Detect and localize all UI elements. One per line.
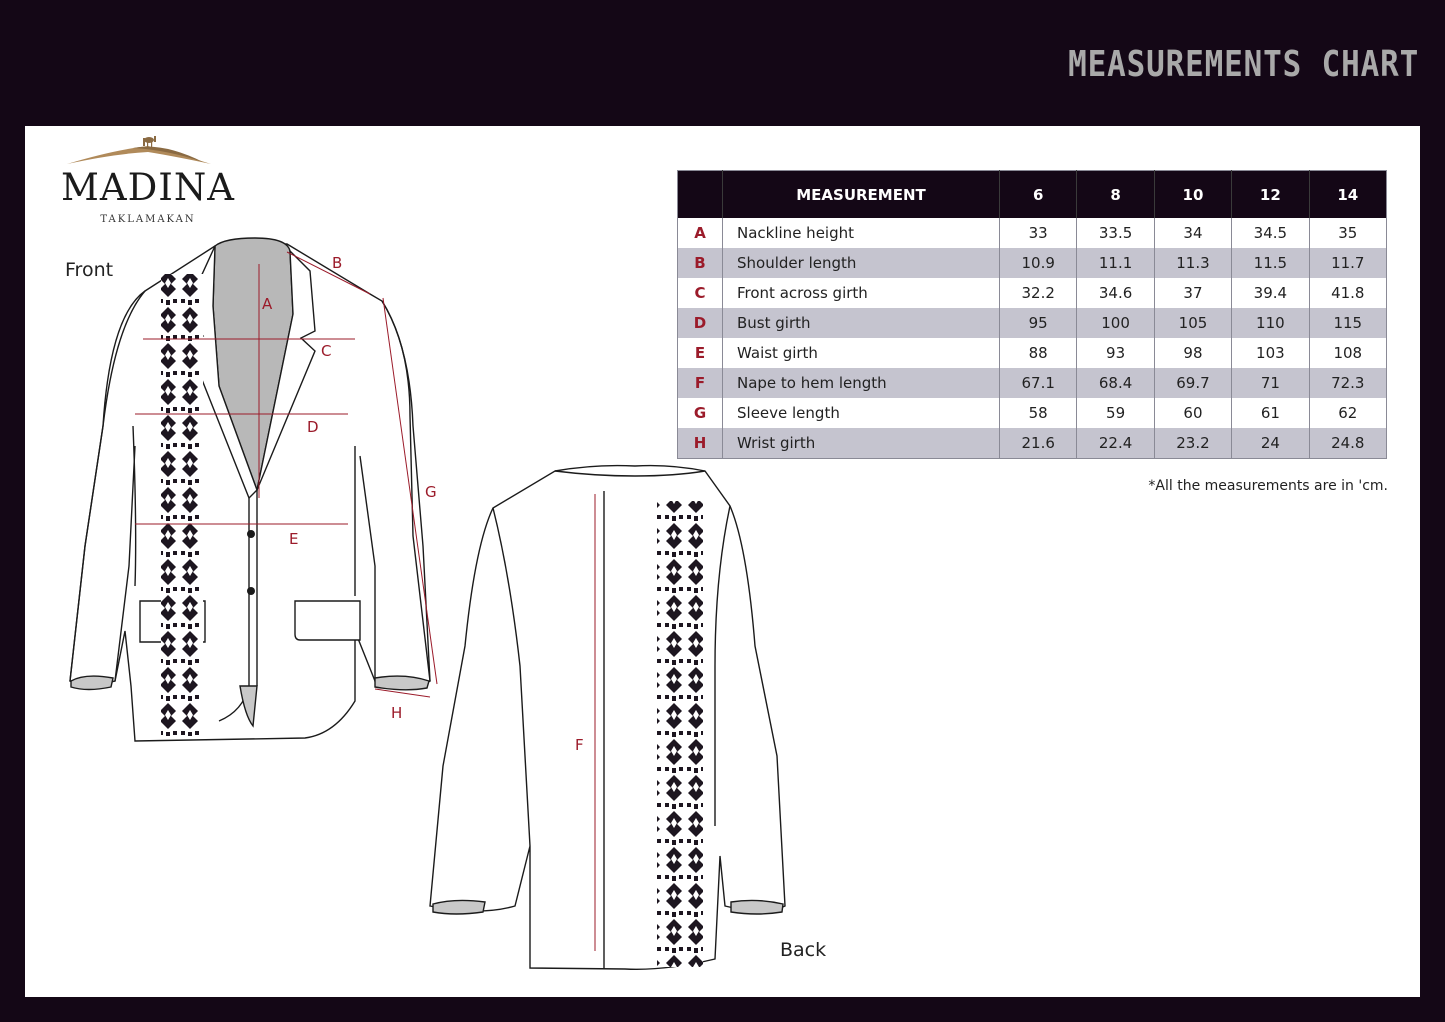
row-code: H <box>677 428 723 459</box>
row-value-size-6: 95 <box>999 308 1078 338</box>
brand-name: MADINA <box>61 166 235 209</box>
row-value-size-6: 67.1 <box>999 368 1078 398</box>
camel-over-dunes-icon <box>67 136 211 164</box>
front-button-lower <box>247 587 255 595</box>
row-value-size-8: 100 <box>1076 308 1155 338</box>
row-value-size-12: 71 <box>1231 368 1310 398</box>
row-measurement-name: Shoulder length <box>722 248 1000 278</box>
row-value-size-6: 10.9 <box>999 248 1078 278</box>
row-code: G <box>677 398 723 428</box>
row-value-size-10: 11.3 <box>1154 248 1233 278</box>
front-ikat-band <box>161 274 203 736</box>
dimension-letter-c: C <box>321 342 331 360</box>
row-code: F <box>677 368 723 398</box>
dimension-letter-f: F <box>575 736 584 754</box>
page-title: MEASUREMENTS CHART <box>1067 44 1419 85</box>
dimension-letter-a: A <box>262 295 273 313</box>
units-note: *All the measurements are in 'cm. <box>1148 478 1388 494</box>
row-code: D <box>677 308 723 338</box>
row-code: C <box>677 278 723 308</box>
row-measurement-name: Front across girth <box>722 278 1000 308</box>
row-measurement-name: Waist girth <box>722 338 1000 368</box>
jacket-technical-drawing: A B C D E G H F <box>69 237 786 970</box>
row-value-size-8: 59 <box>1076 398 1155 428</box>
row-code: E <box>677 338 723 368</box>
row-value-size-10: 23.2 <box>1154 428 1233 459</box>
row-value-size-10: 69.7 <box>1154 368 1233 398</box>
header-code-cell <box>677 170 723 218</box>
row-value-size-14: 62 <box>1338 404 1358 422</box>
front-view-label: Front <box>65 259 114 281</box>
front-button-upper <box>247 530 255 538</box>
front-jacket <box>69 237 431 742</box>
dimension-letter-h: H <box>391 704 402 722</box>
dimension-letter-g: G <box>425 483 437 501</box>
row-value-size-14: 35 <box>1338 224 1358 242</box>
row-value-size-12: 110 <box>1231 308 1310 338</box>
table-header-row: MEASUREMENT 6 8 10 12 14 <box>677 170 1387 218</box>
row-value-size-10: 60 <box>1154 398 1233 428</box>
row-value-size-12: 61 <box>1231 398 1310 428</box>
front-dimension-lines <box>135 251 438 698</box>
row-value-size-6: 88 <box>999 338 1078 368</box>
row-value-size-6: 32.2 <box>999 278 1078 308</box>
row-value-size-14: 24.8 <box>1309 428 1387 459</box>
brand-subtitle: TAKLAMAKAN <box>100 214 196 225</box>
row-measurement-name: Bust girth <box>722 308 1000 338</box>
dimension-letter-b: B <box>332 254 342 272</box>
back-view-label: Back <box>780 939 827 961</box>
row-value-size-6: 21.6 <box>999 428 1078 459</box>
row-value-size-8: 22.4 <box>1076 428 1155 459</box>
row-value-size-6: 58 <box>999 398 1078 428</box>
row-value-size-8: 33.5 <box>1076 218 1155 248</box>
row-value-size-12: 39.4 <box>1231 278 1310 308</box>
row-value-size-8: 11.1 <box>1076 248 1155 278</box>
row-value-size-10: 37 <box>1154 278 1233 308</box>
row-value-size-12: 34.5 <box>1231 218 1310 248</box>
back-ikat-band <box>657 501 703 967</box>
row-value-size-14: 72.3 <box>1309 368 1387 398</box>
row-value-size-10: 98 <box>1154 338 1233 368</box>
dimension-letter-d: D <box>307 418 319 436</box>
header-size-8: 8 <box>1076 170 1155 218</box>
row-measurement-name: Sleeve length <box>722 398 1000 428</box>
row-value-size-10: 34 <box>1154 218 1233 248</box>
row-code: B <box>677 248 723 278</box>
row-value-size-14: 108 <box>1333 344 1363 362</box>
row-code: A <box>677 218 723 248</box>
row-value-size-12: 103 <box>1231 338 1310 368</box>
row-measurement-name: Nape to hem length <box>722 368 1000 398</box>
header-size-14: 14 <box>1309 170 1387 218</box>
brand-logo: MADINA TAKLAMAKAN <box>53 132 243 225</box>
row-measurement-name: Wrist girth <box>722 428 1000 459</box>
row-measurement-name: Nackline height <box>722 218 1000 248</box>
header-measurement: MEASUREMENT <box>722 170 1000 218</box>
row-value-size-8: 68.4 <box>1076 368 1155 398</box>
header-size-6: 6 <box>999 170 1078 218</box>
row-value-size-14: 115 <box>1309 308 1387 338</box>
row-value-size-8: 93 <box>1076 338 1155 368</box>
header-size-12: 12 <box>1231 170 1310 218</box>
row-value-size-12: 11.5 <box>1231 248 1310 278</box>
row-value-size-8: 34.6 <box>1076 278 1155 308</box>
row-value-size-14: 41.8 <box>1331 284 1365 302</box>
back-jacket <box>429 464 786 970</box>
row-value-size-12: 24 <box>1231 428 1310 459</box>
dimension-letter-e: E <box>289 530 298 548</box>
row-value-size-10: 105 <box>1154 308 1233 338</box>
row-value-size-14: 11.7 <box>1309 248 1387 278</box>
content-panel: MADINA TAKLAMAKAN Front Back <box>25 126 1420 997</box>
row-value-size-6: 33 <box>999 218 1078 248</box>
header-size-10: 10 <box>1154 170 1233 218</box>
